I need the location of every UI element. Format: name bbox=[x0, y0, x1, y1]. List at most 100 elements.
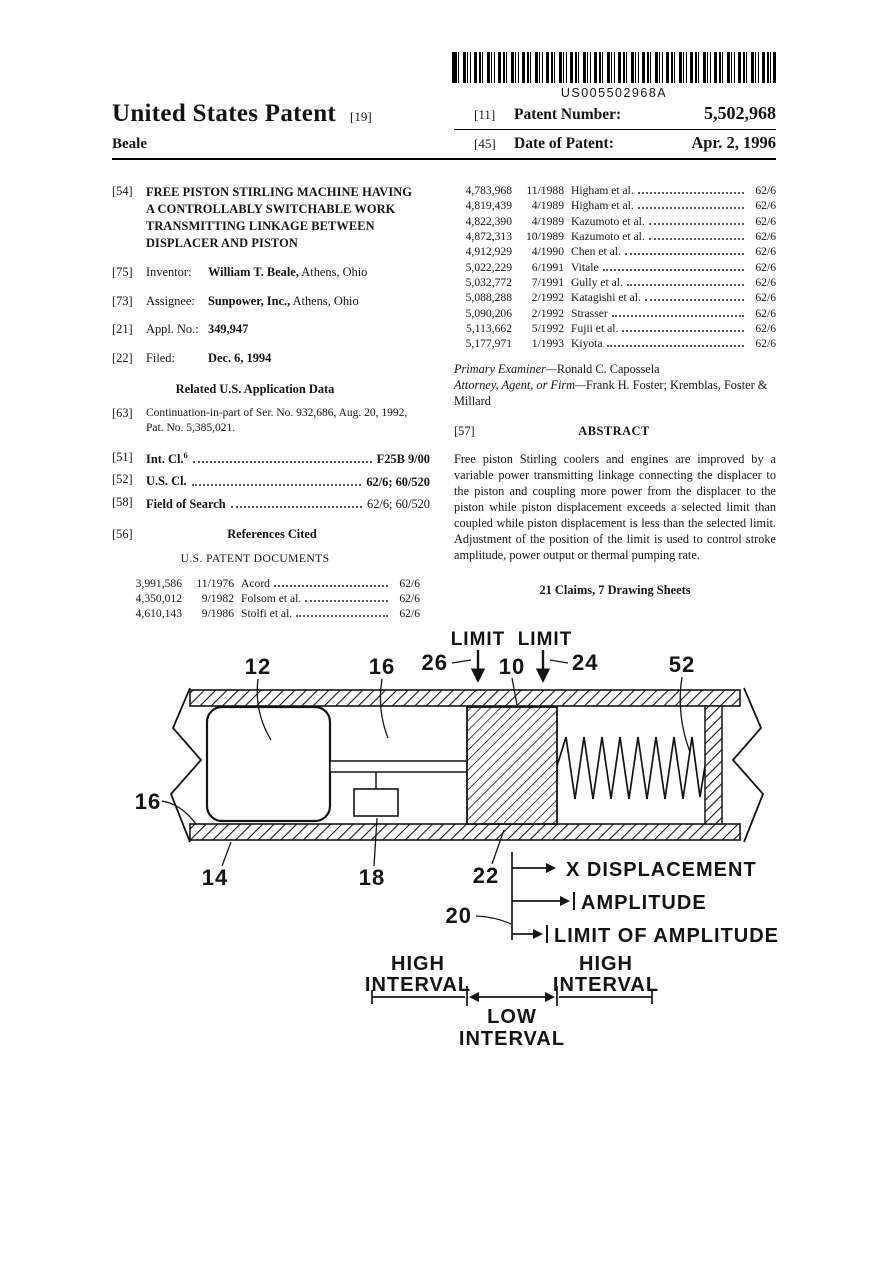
cylinder-wall-top bbox=[189, 689, 741, 707]
date-value: Apr. 2, 1996 bbox=[691, 133, 776, 152]
label-high-left-2: INTERVAL bbox=[365, 974, 471, 996]
dot-leader bbox=[230, 506, 362, 509]
inventor-label: Inventor: bbox=[146, 265, 192, 280]
ref-date: 1/1993 bbox=[531, 337, 564, 351]
spring bbox=[556, 736, 706, 800]
ref-numeral-14: 14 bbox=[202, 865, 228, 890]
invention-title-row: [54] FREE PISTON STIRLING MACHINE HAVING… bbox=[112, 184, 434, 252]
ref-patent-number: 4,872,313 bbox=[465, 229, 512, 243]
patent-number-tag: [11] bbox=[474, 107, 496, 122]
filed-label: Filed: bbox=[146, 350, 175, 365]
ref-inventor: Higham et al. bbox=[571, 199, 634, 213]
leader-22 bbox=[491, 829, 505, 865]
field-value: F25B 9/00 bbox=[376, 451, 430, 466]
label-limit-right: LIMIT bbox=[518, 629, 573, 650]
ref-inventor: Katagishi et al. bbox=[571, 291, 641, 305]
appl-value: 349,947 bbox=[208, 322, 249, 337]
ref-class: 62/6 bbox=[755, 260, 776, 274]
abstract-text: Free piston Stirling coolers and engines… bbox=[454, 451, 776, 563]
dot-leader bbox=[624, 253, 744, 256]
displacer bbox=[205, 705, 332, 823]
leader-10 bbox=[511, 677, 518, 706]
patent-header: United States Patent [19] Beale [11] Pat… bbox=[112, 100, 776, 158]
filed-tag: [22] bbox=[112, 350, 133, 365]
field-tag: [51] bbox=[112, 449, 133, 464]
assignee-row: [73] Assignee: Sunpower, Inc., Athens, O… bbox=[112, 294, 434, 310]
dot-leader bbox=[648, 222, 744, 225]
patent-number-label: Patent Number: bbox=[514, 106, 622, 123]
label-low-2: INTERVAL bbox=[459, 1028, 565, 1050]
leader-14 bbox=[221, 841, 232, 867]
header-rule bbox=[112, 158, 776, 160]
ref-date: 6/1991 bbox=[531, 260, 564, 274]
patent-number-row: [11] Patent Number: 5,502,968 bbox=[454, 100, 776, 130]
barcode-block: US005502968A bbox=[452, 52, 776, 100]
ref-inventor: Higham et al. bbox=[571, 184, 634, 197]
ref-patent-number: 5,113,662 bbox=[466, 321, 512, 335]
ref-date: 4/1990 bbox=[531, 245, 564, 259]
ref-patent-number: 5,032,772 bbox=[465, 275, 512, 289]
right-break-symbol bbox=[731, 687, 765, 843]
figure-labels: LIMIT LIMIT 12 16 26 10 24 52 16 14 18 2… bbox=[135, 629, 778, 1050]
dot-leader bbox=[648, 237, 744, 240]
ref-numeral-20: 20 bbox=[446, 903, 472, 928]
linkage-block bbox=[353, 788, 399, 817]
label-high-right-1: HIGH bbox=[579, 953, 633, 975]
leader-16-top bbox=[379, 678, 389, 739]
appl-tag: [21] bbox=[112, 322, 133, 337]
inventor-tag: [75] bbox=[112, 265, 133, 280]
dot-leader bbox=[622, 329, 744, 332]
assignee-location: Athens, Ohio bbox=[292, 293, 359, 308]
ref-patent-number: 5,177,971 bbox=[465, 337, 512, 351]
connecting-rod bbox=[329, 760, 468, 773]
title-tag: [54] bbox=[112, 184, 133, 198]
ref-class: 62/6 bbox=[755, 306, 776, 320]
ref-patent-number: 4,783,968 bbox=[465, 184, 512, 197]
ref-date: 9/1982 bbox=[201, 592, 234, 605]
ref-inventor: Gully et al. bbox=[571, 275, 623, 289]
application-number-row: [21] Appl. No.: 349,947 bbox=[112, 322, 434, 338]
ref-date: 2/1992 bbox=[531, 306, 564, 320]
leader-52 bbox=[679, 676, 691, 753]
primary-examiner-line: Primary Examiner—Ronald C. Capossela bbox=[454, 361, 776, 377]
dot-leader bbox=[626, 283, 744, 286]
dot-leader bbox=[602, 268, 744, 271]
assignee-name: Sunpower, Inc., bbox=[208, 293, 291, 308]
inventor-location: Athens, Ohio bbox=[301, 265, 368, 280]
date-of-patent-row: [45] Date of Patent: Apr. 2, 1996 bbox=[454, 130, 776, 158]
ref-numeral-22: 22 bbox=[473, 863, 499, 888]
us-patent-documents-heading: U.S. PATENT DOCUMENTS bbox=[180, 552, 330, 566]
examiner-label: Primary Examiner— bbox=[454, 361, 557, 376]
figure-drawing: LIMIT LIMIT 12 16 26 10 24 52 16 14 18 2… bbox=[135, 629, 778, 1050]
leader-18 bbox=[373, 817, 378, 867]
appl-label: Appl. No.: bbox=[146, 322, 199, 337]
ref-class: 62/6 bbox=[755, 291, 776, 305]
barcode bbox=[452, 52, 776, 83]
dot-leader bbox=[637, 207, 744, 210]
ref-class: 62/6 bbox=[399, 592, 420, 605]
related-tag: [63] bbox=[112, 405, 133, 420]
leader-16-left bbox=[161, 800, 197, 825]
ref-date: 11/1988 bbox=[526, 184, 564, 197]
ref-date: 4/1989 bbox=[531, 199, 564, 213]
claims-line: 21 Claims, 7 Drawing Sheets bbox=[539, 583, 691, 598]
ref-inventor: Vitale bbox=[571, 260, 599, 274]
ref-date: 4/1989 bbox=[531, 214, 564, 228]
dot-leader bbox=[305, 600, 388, 602]
ref-numeral-18: 18 bbox=[359, 865, 385, 890]
ref-patent-number: 4,350,012 bbox=[135, 592, 182, 605]
date-label: Date of Patent: bbox=[514, 135, 614, 152]
kind-code-tag: [19] bbox=[350, 109, 372, 124]
leader-26 bbox=[451, 659, 472, 664]
ref-date: 9/1986 bbox=[201, 607, 234, 621]
date-tag: [45] bbox=[474, 136, 496, 151]
piston bbox=[466, 706, 558, 825]
